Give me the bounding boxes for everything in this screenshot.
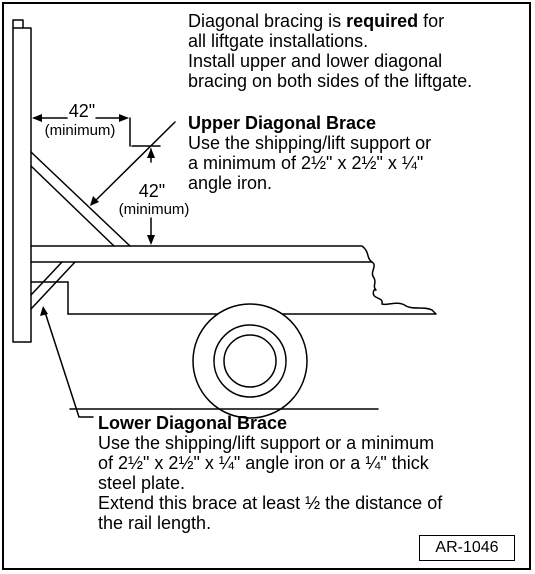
v-dim-arrow-top [147, 148, 155, 158]
v-dim-value: 42" [138, 181, 166, 201]
lower-brace-title: Lower Diagonal Brace [98, 413, 288, 433]
upper-brace-line-1: Use the shipping/lift support or [188, 133, 432, 153]
figure-id-label: AR-1046 [419, 535, 515, 561]
lower-brace-line-2: of 2½" x 2½" x ¼" angle iron or a ¼" thi… [98, 453, 429, 473]
lower-brace-edge-1 [30, 261, 63, 296]
upper-brace-line-3: angle iron. [188, 173, 273, 193]
upper-brace-leader [91, 121, 176, 205]
wheel-tire [192, 303, 308, 419]
v-dim-arrow-bottom [147, 235, 155, 245]
lower-brace-edge-2 [30, 261, 76, 310]
lower-brace-line-1: Use the shipping/lift support or a minim… [98, 433, 435, 453]
liftgate-post-cap [12, 19, 24, 29]
wheel-hub [223, 334, 277, 388]
lower-leader-arrow [40, 306, 48, 316]
h-dim-note: (minimum) [44, 122, 116, 139]
required-emphasis: required [346, 11, 419, 31]
upper-brace-edge-1 [30, 151, 131, 247]
upper-brace-edge-2 [30, 165, 115, 247]
h-dim-value: 42" [68, 101, 96, 121]
h-dim-arrow-right [119, 114, 129, 122]
lower-brace-line-5: the rail length. [98, 513, 212, 533]
required-note-line-1: Diagonal bracing is required for [188, 11, 445, 31]
wheel-rim [213, 324, 287, 398]
upper-brace-line-2: a minimum of 2½" x 2½" x ¼" [188, 153, 424, 173]
upper-leader-arrow [90, 196, 99, 206]
required-note-line-2: all liftgate installations. [188, 31, 369, 51]
h-dim-arrow-left [32, 114, 42, 122]
lower-brace-line-4: Extend this brace at least ½ the distanc… [98, 493, 443, 513]
v-dim-note: (minimum) [118, 201, 190, 218]
required-note-line-3: Install upper and lower diagonal [188, 51, 443, 71]
truck-bed [30, 245, 437, 315]
lower-brace-leader [43, 308, 94, 418]
liftgate-platform [12, 27, 32, 343]
required-note-line-4: bracing on both sides of the liftgate. [188, 71, 473, 91]
upper-brace-title: Upper Diagonal Brace [188, 113, 377, 133]
figure-frame [2, 2, 531, 570]
lower-brace-line-3: steel plate. [98, 473, 186, 493]
